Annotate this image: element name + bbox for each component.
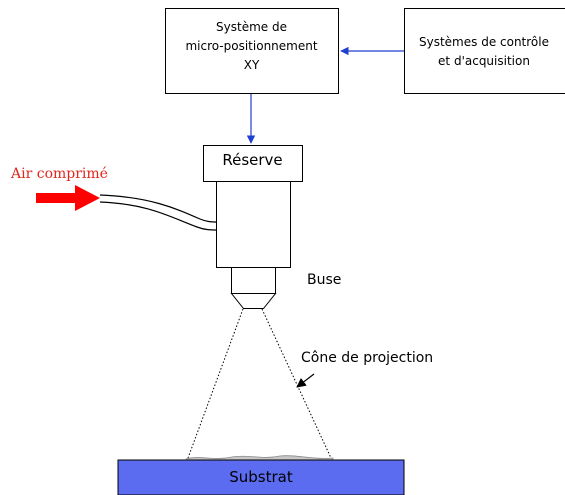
air-tube-upper	[99, 194, 218, 223]
nozzle-label: Buse	[307, 272, 342, 288]
control-system-label-line: Systèmes de contrôle	[419, 35, 549, 49]
substrate-label: Substrat	[229, 468, 293, 486]
compressed-air-arrow	[36, 185, 100, 211]
positioning-system-label: Système de micro-positionnement XY	[165, 18, 338, 75]
reservoir-body	[216, 181, 291, 268]
positioning-system-label-line: Système de	[216, 20, 287, 34]
positioning-system-box	[165, 8, 339, 94]
spray-cone-left-edge	[187, 308, 244, 459]
reservoir-label: Réserve	[222, 151, 283, 169]
deposited-film	[185, 455, 334, 461]
control-system-box	[404, 8, 565, 94]
reservoir-box	[203, 145, 303, 182]
spray-cone-callout-arrow	[296, 373, 315, 388]
control-system-label-line: et d'acquisition	[438, 54, 530, 68]
air-tube-lower	[99, 201, 218, 231]
spray-cone-right-edge	[261, 308, 332, 459]
spray-cone-label: Cône de projection	[301, 350, 434, 366]
compressed-air-label: Air comprimé	[11, 166, 108, 182]
nozzle-body	[231, 267, 276, 294]
positioning-system-label-line: micro-positionnement	[185, 39, 318, 53]
positioning-system-label-line: XY	[243, 58, 260, 72]
substrate-plate	[117, 459, 405, 495]
nozzle-tip	[230, 293, 277, 309]
control-system-label: Systèmes de contrôle et d'acquisition	[404, 33, 564, 71]
